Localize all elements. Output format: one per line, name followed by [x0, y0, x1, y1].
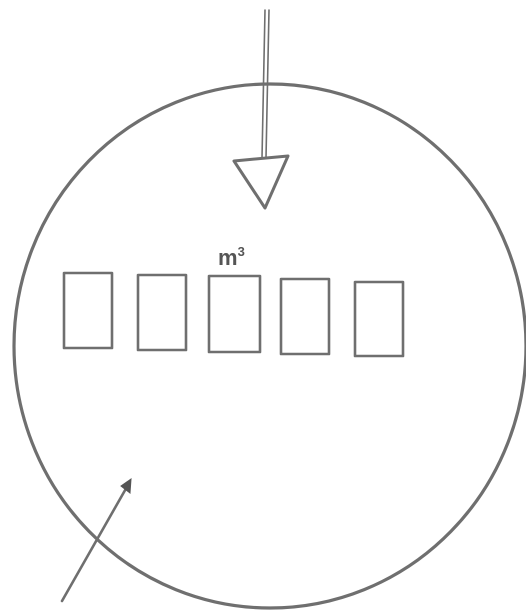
pointer-arrow [60, 477, 132, 603]
pointer-arrow-head [120, 477, 132, 494]
digit-window-5 [353, 280, 405, 358]
digit-window-4 [279, 277, 331, 356]
meter-dial-circle [12, 82, 526, 610]
unit-label-base: m [218, 245, 238, 270]
flow-arrow-down-shaft [261, 9, 270, 159]
digit-window-row [62, 271, 405, 358]
unit-label: m3 [218, 244, 245, 270]
digit-window-3 [207, 274, 262, 354]
digit-window-2 [136, 273, 188, 352]
pointer-arrow-shaft [60, 483, 130, 603]
flow-arrow-down [232, 9, 290, 210]
unit-label-exponent: 3 [238, 244, 245, 259]
flow-arrow-down-head [232, 154, 290, 210]
digit-window-1 [62, 271, 114, 350]
